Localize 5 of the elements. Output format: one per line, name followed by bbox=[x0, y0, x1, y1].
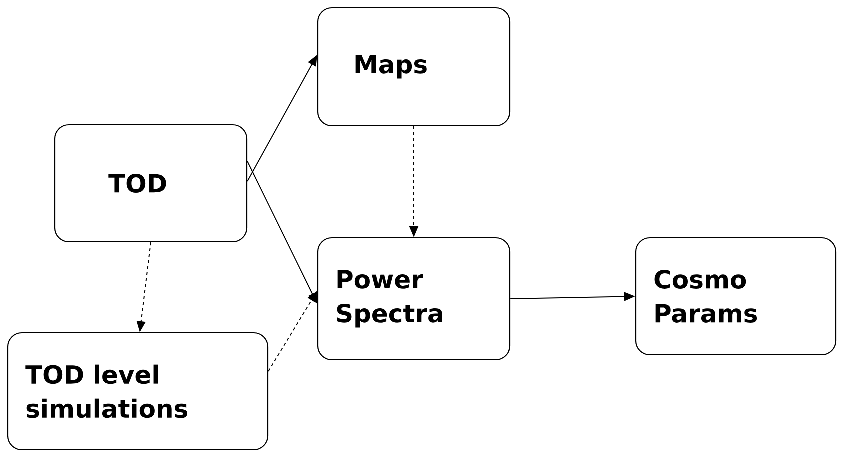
process-box: Cosmo Params bbox=[635, 237, 837, 356]
process-box: Maps bbox=[317, 7, 511, 127]
process-box: Power Spectra bbox=[317, 237, 511, 361]
process-box: TOD level simulations bbox=[7, 332, 269, 451]
process-box: TOD bbox=[54, 124, 248, 243]
